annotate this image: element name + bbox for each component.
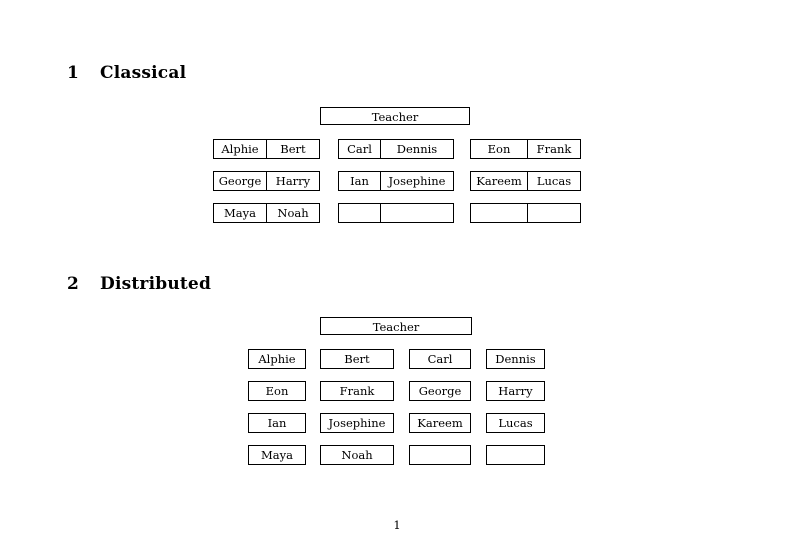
classical-cell: Harry bbox=[266, 171, 320, 191]
classical-cell: Dennis bbox=[380, 139, 454, 159]
classical-group-c-row-1: Eon Frank bbox=[470, 139, 581, 159]
distributed-cell: Dennis bbox=[486, 349, 545, 369]
classical-cell-empty bbox=[470, 203, 528, 223]
classical-cell: Ian bbox=[338, 171, 381, 191]
classical-cell: Josephine bbox=[380, 171, 454, 191]
classical-cell: Noah bbox=[266, 203, 320, 223]
classical-group-a-row-3: Maya Noah bbox=[213, 203, 320, 223]
distributed-cell: Bert bbox=[320, 349, 394, 369]
classical-cell: George bbox=[213, 171, 267, 191]
classical-cell: Lucas bbox=[527, 171, 581, 191]
teacher-box-distributed: Teacher bbox=[320, 317, 472, 335]
distributed-cell: Alphie bbox=[248, 349, 306, 369]
distributed-cell: Eon bbox=[248, 381, 306, 401]
classical-cell: Alphie bbox=[213, 139, 267, 159]
distributed-cell: Maya bbox=[248, 445, 306, 465]
distributed-cell-empty bbox=[486, 445, 545, 465]
classical-group-b-row-2: Ian Josephine bbox=[338, 171, 454, 191]
section-number-2: 2 bbox=[67, 274, 80, 294]
classical-group-a-row-2: George Harry bbox=[213, 171, 320, 191]
section-heading-classical: 1 Classical bbox=[67, 65, 186, 82]
classical-cell: Bert bbox=[266, 139, 320, 159]
distributed-cell: Josephine bbox=[320, 413, 394, 433]
classical-group-c-row-3 bbox=[470, 203, 581, 223]
distributed-cell: Lucas bbox=[486, 413, 545, 433]
section-number-1: 1 bbox=[67, 63, 80, 83]
distributed-cell-empty bbox=[409, 445, 471, 465]
classical-cell-empty bbox=[338, 203, 381, 223]
classical-group-a-row-1: Alphie Bert bbox=[213, 139, 320, 159]
classical-cell-empty bbox=[380, 203, 454, 223]
distributed-cell: Ian bbox=[248, 413, 306, 433]
classical-group-c-row-2: Kareem Lucas bbox=[470, 171, 581, 191]
section-heading-distributed: 2 Distributed bbox=[67, 276, 211, 293]
distributed-cell: Kareem bbox=[409, 413, 471, 433]
classical-cell: Kareem bbox=[470, 171, 528, 191]
distributed-cell: Harry bbox=[486, 381, 545, 401]
distributed-cell: Noah bbox=[320, 445, 394, 465]
classical-cell: Frank bbox=[527, 139, 581, 159]
section-title-1: Classical bbox=[100, 63, 187, 83]
classical-group-b-row-3 bbox=[338, 203, 454, 223]
section-title-2: Distributed bbox=[100, 274, 212, 294]
classical-group-b-row-1: Carl Dennis bbox=[338, 139, 454, 159]
classical-cell-empty bbox=[527, 203, 581, 223]
distributed-cell: Frank bbox=[320, 381, 394, 401]
teacher-box-classical: Teacher bbox=[320, 107, 470, 125]
classical-cell: Carl bbox=[338, 139, 381, 159]
classical-cell: Maya bbox=[213, 203, 267, 223]
page-number: 1 bbox=[393, 518, 401, 532]
classical-cell: Eon bbox=[470, 139, 528, 159]
distributed-cell: George bbox=[409, 381, 471, 401]
distributed-cell: Carl bbox=[409, 349, 471, 369]
